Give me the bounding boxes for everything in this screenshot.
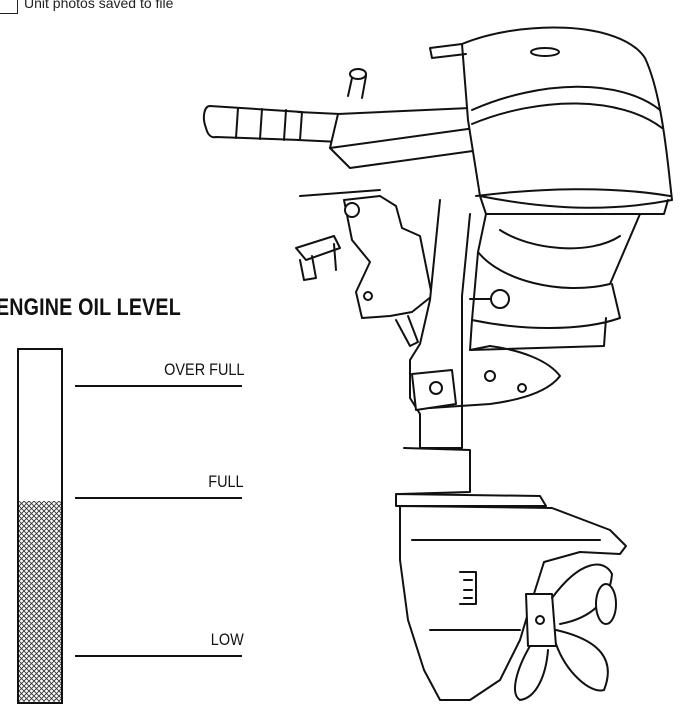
low-label: LOW: [211, 630, 244, 649]
throttle-knob: [347, 68, 367, 99]
full-label: FULL: [208, 472, 244, 491]
tiller-arm: [329, 107, 481, 169]
drive-shaft-housing: [409, 199, 561, 449]
unit-photos-checkbox-label: Unit photos saved to file: [24, 0, 174, 11]
oil-dipstick: [17, 348, 63, 704]
unit-photos-checkbox[interactable]: [0, 0, 18, 14]
anti-ventilation-plate: [395, 447, 547, 507]
transom-clamp: [295, 189, 433, 347]
lower-cowling: [469, 213, 641, 351]
full-line: [75, 497, 242, 499]
oil-level-fill: [19, 501, 61, 702]
low-line: [75, 655, 242, 657]
over-full-line: [75, 385, 242, 387]
propeller: [514, 563, 617, 701]
gear-case: [399, 505, 627, 701]
oil-level-title: ENGINE OIL LEVEL: [0, 294, 181, 321]
tiller-grip: [202, 105, 341, 143]
engine-cowling: [429, 26, 673, 215]
over-full-label: OVER FULL: [163, 360, 244, 379]
